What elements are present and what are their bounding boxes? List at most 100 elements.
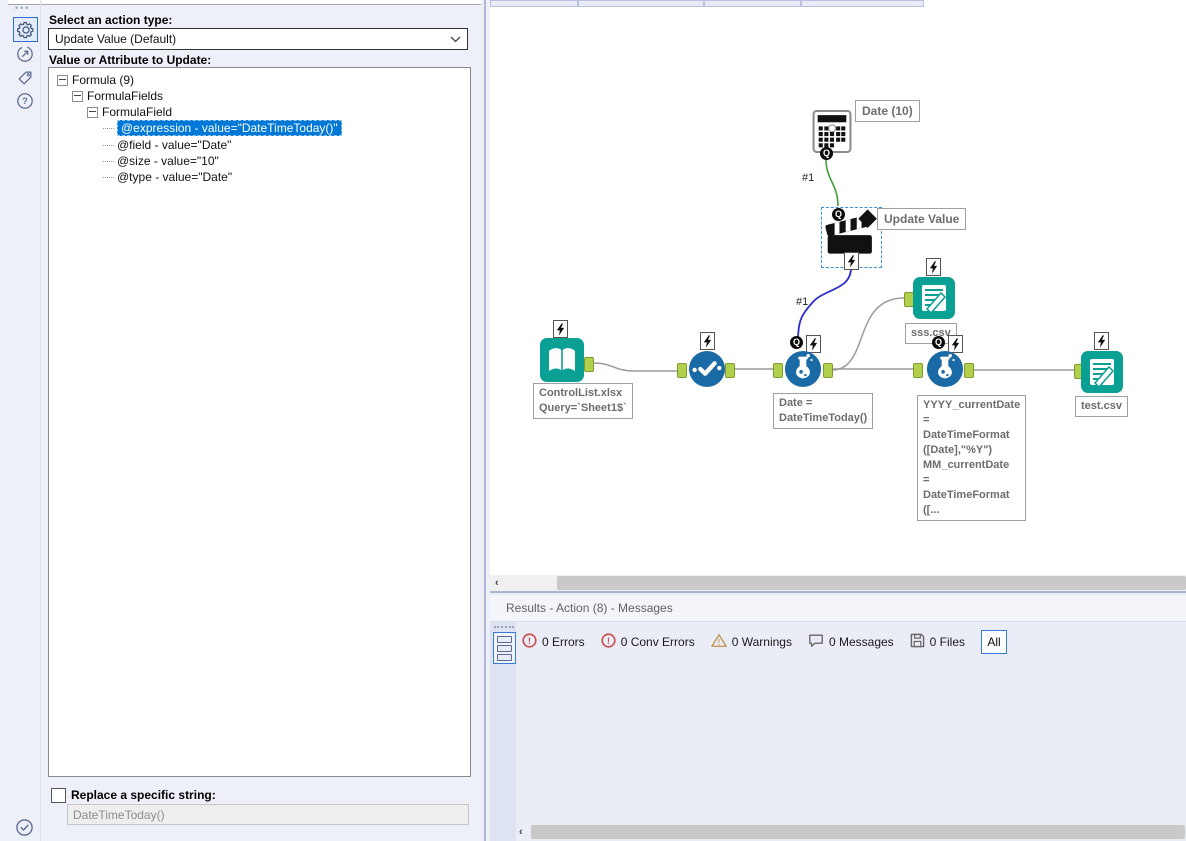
config-side-rail: ••• ? [0, 0, 41, 841]
messages-view-button[interactable] [493, 632, 516, 664]
tree-node-size[interactable]: @size - value="10" [103, 153, 219, 169]
lightning-badge [844, 252, 859, 270]
open-book-icon [540, 338, 584, 382]
tab-annotation[interactable] [13, 66, 36, 89]
rail-drag-handle[interactable]: ••• [15, 3, 31, 13]
error-icon: ! [522, 633, 537, 651]
output-anchor[interactable] [823, 363, 833, 378]
input-anchor[interactable] [773, 363, 783, 378]
svg-text:?: ? [22, 96, 28, 106]
workflow-canvas[interactable]: Q Date (10) #1 Q Update Value #1 Control… [490, 0, 1186, 575]
flask-icon [926, 350, 964, 388]
input-tool-annotation[interactable]: ControlList.xlsx Query=`Sheet1$` [533, 383, 633, 419]
lightning-badge [926, 258, 941, 276]
svg-text:!: ! [528, 636, 531, 646]
error-icon: ! [601, 633, 616, 651]
replace-string-label: Replace a specific string: [71, 788, 216, 802]
check-circle-tool-icon [688, 350, 726, 388]
output-file-icon [1081, 351, 1123, 393]
output-anchor[interactable] [964, 363, 974, 378]
output-file-icon [913, 277, 955, 319]
tree-node-formula[interactable]: Formula (9) [57, 72, 134, 88]
action-type-label: Select an action type: [49, 13, 173, 27]
warning-icon: ! [710, 633, 727, 651]
log-list-icon [497, 635, 512, 661]
canvas-h-scrollbar[interactable]: ‹ [490, 575, 1186, 591]
wire-label: #1 [796, 296, 809, 308]
tool-formula-2[interactable] [926, 350, 964, 393]
save-file-icon [910, 633, 925, 651]
configuration-panel: ••• ? Select an action type [0, 0, 481, 841]
results-header: Results - Action (8) - Messages [490, 595, 1186, 622]
tree-node-field[interactable]: @field - value="Date" [103, 137, 231, 153]
lightning-badge [806, 335, 821, 353]
grid-header-cell [578, 0, 704, 7]
formula2-annotation[interactable]: YYYY_currentDate = DateTimeFormat ([Date… [917, 395, 1026, 521]
lightning-badge [948, 335, 963, 353]
grid-header-cell [801, 0, 924, 7]
help-icon: ? [16, 92, 34, 110]
tab-help[interactable]: ? [13, 89, 36, 112]
panel-splitter[interactable] [481, 0, 490, 841]
svg-text:!: ! [607, 636, 610, 646]
question-anchor[interactable]: Q [932, 336, 945, 349]
validate-status [13, 816, 36, 839]
scrollbar-thumb[interactable] [531, 824, 1185, 839]
flask-icon [784, 350, 822, 388]
filter-all-button[interactable]: All [981, 630, 1008, 654]
attribute-tree[interactable]: Formula (9) FormulaFields FormulaField @… [48, 67, 471, 777]
tool-select[interactable] [688, 350, 726, 393]
scroll-left-button[interactable]: ‹ [519, 825, 523, 838]
tool-date-interface[interactable] [812, 110, 852, 158]
tool-formula-1[interactable] [784, 350, 822, 393]
tab-configuration[interactable] [13, 17, 38, 42]
output-anchor[interactable] [584, 357, 594, 372]
tree-node-expression[interactable]: @expression - value="DateTimeToday()" [103, 120, 342, 136]
connection-wires [591, 158, 1075, 372]
scroll-left-button[interactable]: ‹ [495, 577, 499, 589]
question-anchor[interactable]: Q [832, 208, 845, 221]
tree-node-formulafield[interactable]: FormulaField [87, 104, 172, 120]
replace-string-checkbox[interactable] [51, 788, 66, 803]
collapse-icon[interactable] [57, 74, 68, 86]
tool-output-sss[interactable] [913, 277, 955, 324]
tree-node-type[interactable]: @type - value="Date" [103, 169, 232, 185]
gear-icon [16, 21, 35, 39]
results-h-scrollbar[interactable]: ‹ [516, 822, 1186, 841]
collapse-icon[interactable] [72, 90, 83, 102]
question-anchor[interactable]: Q [790, 336, 803, 349]
output-anchor[interactable] [725, 363, 735, 378]
conv-errors-filter[interactable]: ! 0 Conv Errors [601, 633, 695, 651]
grid-header-cell [704, 0, 801, 7]
test-annotation[interactable]: test.csv [1075, 396, 1128, 417]
svg-text:!: ! [717, 638, 720, 647]
formula1-annotation[interactable]: Date = DateTimeToday() [773, 393, 874, 429]
action-type-value: Update Value (Default) [55, 32, 177, 46]
check-circle-icon [15, 818, 34, 837]
wire-label: #1 [802, 172, 815, 184]
action-type-select[interactable]: Update Value (Default) [48, 28, 468, 50]
calendar-icon [812, 110, 852, 153]
input-anchor[interactable] [913, 363, 923, 378]
tab-navigation[interactable] [13, 42, 36, 65]
input-anchor[interactable] [677, 363, 687, 378]
warnings-filter[interactable]: ! 0 Warnings [710, 633, 792, 651]
files-filter[interactable]: 0 Files [910, 633, 965, 651]
tool-input-data[interactable] [540, 338, 584, 387]
tool-output-test[interactable] [1081, 351, 1123, 398]
tag-icon [16, 69, 34, 87]
lightning-badge [553, 320, 568, 338]
chevron-down-icon [450, 32, 461, 46]
question-anchor[interactable]: Q [820, 147, 833, 160]
results-drag-handle[interactable] [494, 626, 514, 628]
grid-header-cell [490, 0, 578, 7]
errors-filter[interactable]: ! 0 Errors [522, 633, 585, 651]
replace-string-input[interactable]: DateTimeToday() [67, 804, 469, 825]
clapperboard-icon [825, 209, 877, 254]
date-tool-label: Date (10) [855, 100, 920, 122]
messages-filter[interactable]: 0 Messages [808, 633, 894, 651]
results-splitter[interactable] [490, 591, 1186, 593]
collapse-icon[interactable] [87, 106, 98, 118]
scrollbar-thumb[interactable] [557, 576, 1186, 590]
tree-node-formulafields[interactable]: FormulaFields [72, 88, 163, 104]
